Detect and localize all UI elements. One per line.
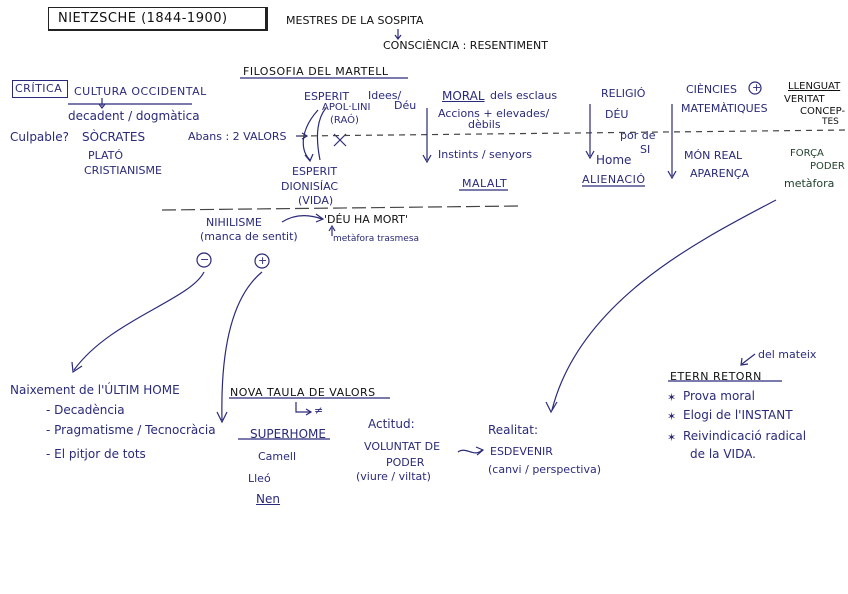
ciencies-plus: + bbox=[752, 81, 762, 94]
naixement-item-3: - El pitjor de tots bbox=[46, 447, 146, 461]
decadent-text: decadent / dogmàtica bbox=[68, 109, 200, 123]
filosofia-heading: FILOSOFIA DEL MARTELL bbox=[243, 65, 389, 78]
aparenca-text: APARENÇA bbox=[690, 167, 750, 180]
debils-text: dèbils bbox=[468, 118, 501, 131]
culpable-text: Culpable? bbox=[10, 130, 69, 144]
critica-label: CRÍTICA bbox=[15, 82, 63, 95]
etern-item-1: Prova moral bbox=[683, 389, 755, 403]
ciencies-title: CIÈNCIES bbox=[686, 83, 737, 96]
poder-actitud: PODER bbox=[386, 456, 425, 469]
consciencia-text: CONSCIÈNCIA : RESENTIMENT bbox=[383, 39, 548, 52]
superhome-text: SUPERHOME bbox=[250, 427, 326, 441]
forca-text: FORÇA bbox=[790, 148, 824, 159]
nihilisme-sub: (manca de sentit) bbox=[200, 230, 298, 243]
ciencies-plus-circle bbox=[748, 81, 762, 95]
naixement-item-1: - Decadència bbox=[46, 403, 125, 417]
poder-text: PODER bbox=[810, 161, 845, 172]
esperit-dionisiac: ESPERIT bbox=[292, 165, 338, 178]
cultura-occidental: CULTURA OCCIDENTAL bbox=[74, 85, 207, 98]
arrow-del-mateix bbox=[741, 353, 756, 365]
page-title: NIETZSCHE (1844-1900) bbox=[58, 11, 228, 26]
star-icon: ✶ bbox=[667, 431, 677, 444]
mon-real-text: MÓN REAL bbox=[684, 149, 743, 162]
tes-text: TES bbox=[822, 117, 839, 127]
realitat-title: Realitat: bbox=[488, 423, 539, 437]
etern-item-4: de la VIDA. bbox=[690, 447, 756, 461]
matematiques-text: MATEMÀTIQUES bbox=[681, 102, 768, 115]
mestres-text: MESTRES DE LA SOSPITA bbox=[286, 14, 424, 27]
malalt-text: MALALT bbox=[462, 177, 508, 190]
arrow-to-esdevenir bbox=[551, 199, 777, 411]
etern-item-2: Elogi de l'INSTANT bbox=[683, 408, 793, 422]
etern-item-3: Reivindicació radical bbox=[683, 429, 807, 443]
accions-text: Accions + elevades/ bbox=[438, 107, 550, 120]
neq-sign: ≠ bbox=[314, 404, 324, 417]
nihilisme-title: NIHILISME bbox=[206, 216, 262, 229]
arrow-nihilisme bbox=[281, 215, 323, 223]
etern-retorn-title: ETERN RETORN bbox=[670, 370, 762, 383]
star-icon: ✶ bbox=[667, 410, 677, 423]
religio-title: RELIGIÓ bbox=[601, 87, 646, 100]
critica-box bbox=[12, 80, 68, 98]
deu-ha-mort: 'DÉU HA MORT' bbox=[324, 213, 409, 226]
nen-text: Nen bbox=[256, 492, 280, 506]
deu-text: Déu bbox=[394, 99, 417, 112]
arrow-to-superhome bbox=[221, 271, 263, 421]
esperit-apolini: ESPERIT bbox=[304, 90, 350, 103]
canvi-text: (canvi / perspectiva) bbox=[488, 463, 602, 476]
rao-text: (RAÓ) bbox=[330, 115, 359, 126]
arrow-apolini-dionisiac bbox=[302, 109, 319, 161]
religio-deu: DÉU bbox=[605, 108, 629, 121]
socrates-text: SÒCRATES bbox=[82, 130, 146, 144]
minus-sign: − bbox=[200, 253, 210, 266]
arrow-nova-taula bbox=[295, 402, 310, 413]
abans-text: Abans : 2 VALORS bbox=[188, 130, 287, 143]
dashed-divider bbox=[299, 129, 848, 137]
arrow-to-naixement bbox=[73, 271, 205, 371]
plus-sign: + bbox=[258, 254, 268, 267]
cristianisme-text: CRISTIANISME bbox=[84, 164, 162, 177]
llenguatge-title: LLENGUAT bbox=[788, 81, 841, 92]
religio-por: por de bbox=[620, 129, 656, 142]
naixement-item-2: - Pragmatisme / Tecnocràcia bbox=[46, 423, 216, 437]
metafora-text: metàfora bbox=[784, 177, 835, 190]
del-mateix-text: del mateix bbox=[758, 348, 817, 361]
esdevenir-text: ESDEVENIR bbox=[490, 445, 553, 458]
naixement-title: Naixement de l'ÚLTIM HOME bbox=[10, 383, 180, 397]
dionisiac-text: DIONISÍAC bbox=[281, 180, 339, 193]
alienacio-text: ALIENACIÓ bbox=[582, 173, 646, 186]
minus-circle bbox=[196, 252, 212, 268]
veritat-text: VERITAT bbox=[784, 94, 825, 105]
title-box bbox=[48, 7, 268, 31]
moral-title: MORAL bbox=[442, 89, 485, 103]
camell-text: Camell bbox=[258, 450, 297, 463]
nova-taula-title: NOVA TAULA DE VALORS bbox=[230, 386, 376, 399]
apolini-text: APOL·LINI bbox=[322, 102, 371, 113]
vida-text: (VIDA) bbox=[298, 194, 334, 207]
metafora-trasmesa: metàfora trasmesa bbox=[333, 234, 420, 244]
instints-text: Instints / senyors bbox=[438, 148, 532, 161]
religio-home: Home bbox=[596, 153, 632, 167]
esclaus-text: dels esclaus bbox=[490, 89, 558, 102]
conceptes-text: CONCEP- bbox=[800, 106, 846, 117]
plus-circle bbox=[254, 253, 270, 269]
idees-text: Idees/ bbox=[368, 89, 402, 102]
actitud-title: Actitud: bbox=[368, 417, 415, 431]
star-icon: ✶ bbox=[667, 391, 677, 404]
voluntat-text: VOLUNTAT DE bbox=[364, 440, 441, 453]
viure-text: (viure / viltat) bbox=[356, 470, 431, 483]
lleo-text: Lleó bbox=[248, 472, 271, 485]
middle-divider bbox=[161, 205, 521, 211]
plato-text: PLATÓ bbox=[88, 149, 124, 162]
religio-si: SI bbox=[640, 143, 651, 156]
